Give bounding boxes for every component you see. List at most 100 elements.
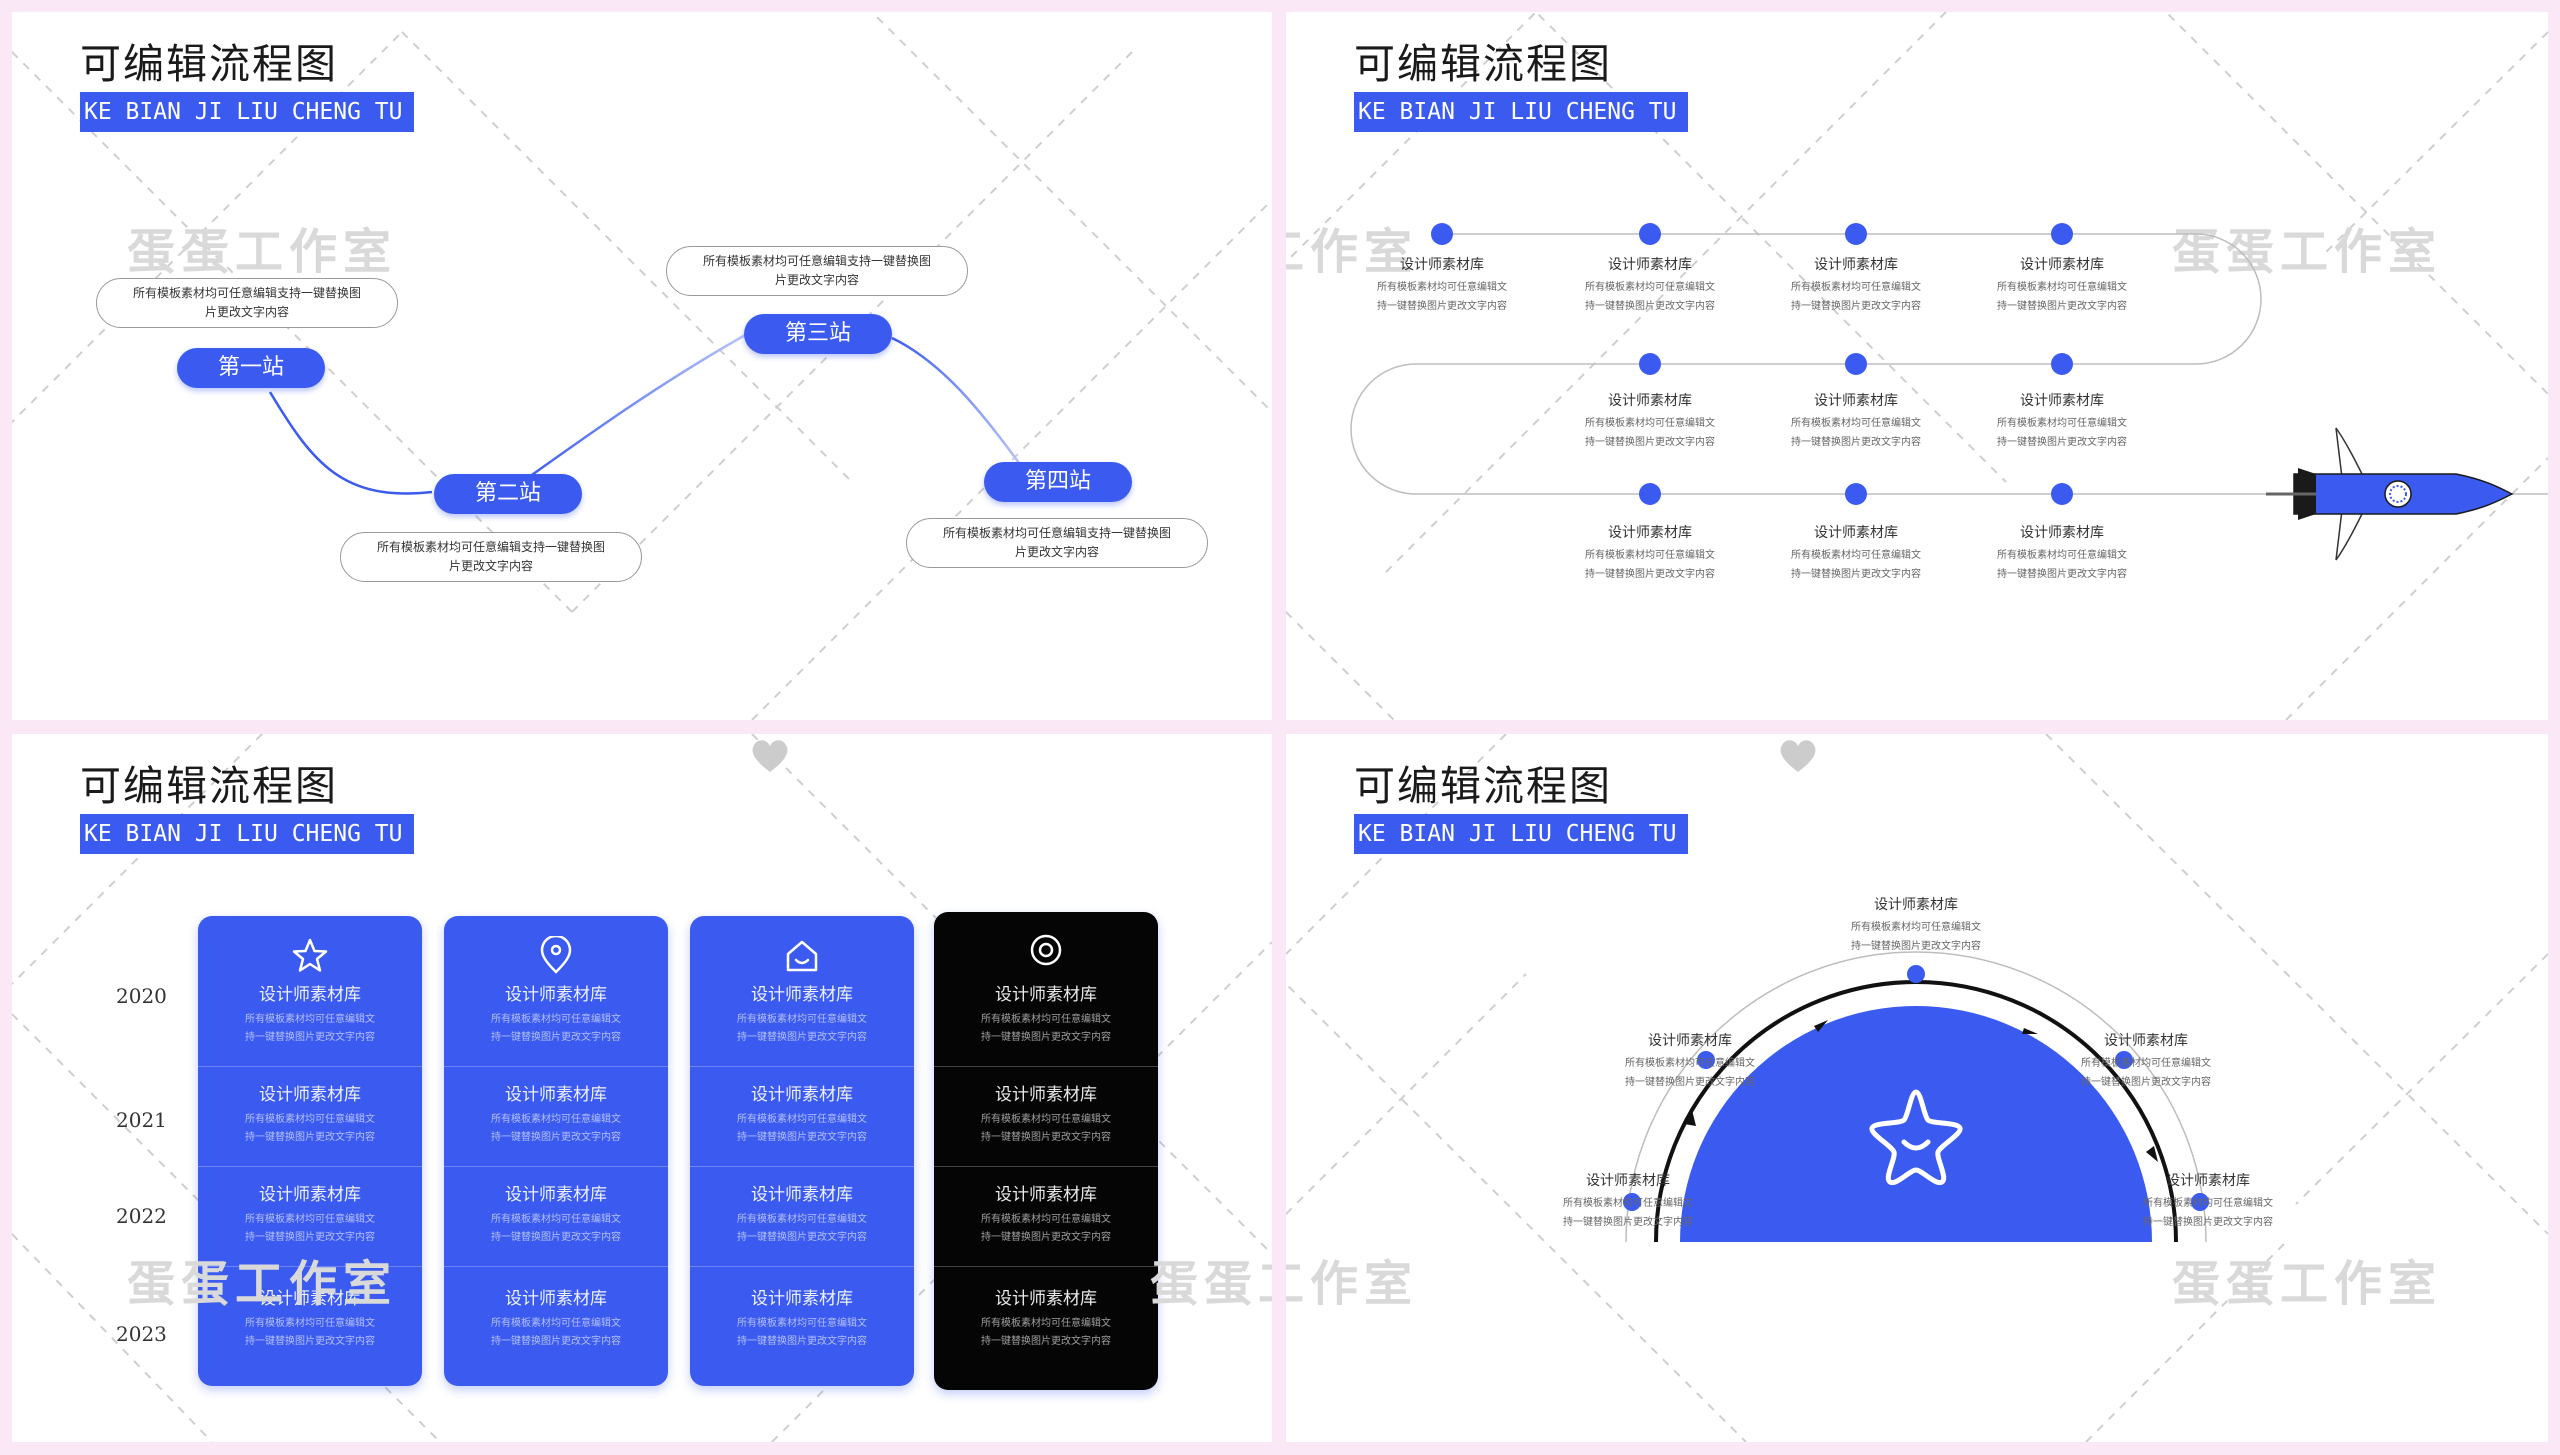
slide-title: 可编辑流程图 <box>80 762 338 810</box>
year-label: 2020 <box>116 984 167 1008</box>
slide-title: 可编辑流程图 <box>1354 40 1612 88</box>
watermark: 蛋蛋工作室 <box>1150 1256 1272 1312</box>
item-title: 设计师素材库 <box>2020 525 2104 541</box>
timeline-item: 设计师素材库所有模板素材均可任意编辑文持一键替换图片更改文字内容 <box>1580 522 1720 584</box>
item-title: 设计师素材库 <box>1814 393 1898 409</box>
diagram-item-lower-right: 设计师素材库所有模板素材均可任意编辑文持一键替换图片更改文字内容 <box>2143 1173 2273 1228</box>
note-text: 所有模板素材均可任意编辑支持一键替换图 <box>376 540 605 554</box>
star-icon <box>1869 1089 1963 1186</box>
item-title: 设计师素材库 <box>1814 257 1898 273</box>
timeline-item: 设计师素材库所有模板素材均可任意编辑文持一键替换图片更改文字内容 <box>1786 522 1926 584</box>
smile-home-icon <box>786 940 818 972</box>
item-desc: 所有模板素材均可任意编辑文持一键替换图片更改文字内容 <box>1997 550 2127 580</box>
station-1-note: 所有模板素材均可任意编辑支持一键替换图 片更改文字内容 <box>96 278 398 328</box>
slide-1: 可编辑流程图 KE BIAN JI LIU CHENG TU 蛋蛋工作室 所有模… <box>12 12 1272 720</box>
table-cell: 设计师素材库所有模板素材均可任意编辑文持一键替换图片更改文字内容 <box>491 1289 621 1347</box>
timeline-item: 设计师素材库所有模板素材均可任意编辑文持一键替换图片更改文字内容 <box>1992 390 2132 452</box>
item-desc: 所有模板素材均可任意编辑文持一键替换图片更改文字内容 <box>1791 282 1921 312</box>
slide-subtitle: KE BIAN JI LIU CHENG TU <box>1354 92 1688 132</box>
timeline-item: 设计师素材库所有模板素材均可任意编辑文持一键替换图片更改文字内容 <box>1580 254 1720 316</box>
table-cell: 设计师素材库所有模板素材均可任意编辑文持一键替换图片更改文字内容 <box>981 1085 1111 1143</box>
slide-2: 可编辑流程图 KE BIAN JI LIU CHENG TU 蛋蛋工作室 蛋蛋工… <box>1286 12 2548 720</box>
station-4-pill[interactable]: 第四站 <box>984 462 1132 502</box>
note-text: 片更改文字内容 <box>774 273 859 287</box>
item-desc: 所有模板素材均可任意编辑文持一键替换图片更改文字内容 <box>1791 418 1921 448</box>
timeline-item: 设计师素材库所有模板素材均可任意编辑文持一键替换图片更改文字内容 <box>1786 390 1926 452</box>
table-cell: 设计师素材库所有模板素材均可任意编辑文持一键替换图片更改文字内容 <box>491 1085 621 1143</box>
diagram-item-right: 设计师素材库所有模板素材均可任意编辑文持一键替换图片更改文字内容 <box>2081 1033 2211 1088</box>
year-label: 2023 <box>116 1322 167 1346</box>
station-1-pill[interactable]: 第一站 <box>177 348 325 388</box>
note-text: 片更改文字内容 <box>204 305 289 319</box>
slide-3: 可编辑流程图 KE BIAN JI LIU CHENG TU 2020 2021… <box>12 734 1272 1442</box>
item-title: 设计师素材库 <box>1400 257 1484 273</box>
heart-icon <box>1780 740 1816 772</box>
diagram-item-left: 设计师素材库所有模板素材均可任意编辑文持一键替换图片更改文字内容 <box>1625 1033 1755 1088</box>
table-cell: 设计师素材库所有模板素材均可任意编辑文持一键替换图片更改文字内容 <box>737 1085 867 1143</box>
watermark: 蛋蛋工作室 <box>127 224 398 280</box>
table-cell: 设计师素材库所有模板素材均可任意编辑文持一键替换图片更改文字内容 <box>737 1289 867 1347</box>
star-icon <box>292 938 328 972</box>
diagram-item-lower-left: 设计师素材库所有模板素材均可任意编辑文持一键替换图片更改文字内容 <box>1563 1173 1693 1228</box>
station-2-pill[interactable]: 第二站 <box>434 474 582 514</box>
item-title: 设计师素材库 <box>1608 257 1692 273</box>
note-text: 片更改文字内容 <box>1014 545 1099 559</box>
item-desc: 所有模板素材均可任意编辑文持一键替换图片更改文字内容 <box>1997 418 2127 448</box>
item-desc: 所有模板素材均可任意编辑文持一键替换图片更改文字内容 <box>1997 282 2127 312</box>
table-cell: 设计师素材库所有模板素材均可任意编辑文持一键替换图片更改文字内容 <box>245 1185 375 1243</box>
station-2-note: 所有模板素材均可任意编辑支持一键替换图 片更改文字内容 <box>340 532 642 582</box>
slide-4: 可编辑流程图 KE BIAN JI LIU CHENG TU 设计师素材库所有模… <box>1286 734 2548 1442</box>
item-title: 设计师素材库 <box>1814 525 1898 541</box>
slide-title: 可编辑流程图 <box>1354 762 1612 810</box>
watermark: 蛋蛋工作室 <box>2172 1256 2443 1312</box>
item-title: 设计师素材库 <box>1608 525 1692 541</box>
item-desc: 所有模板素材均可任意编辑文持一键替换图片更改文字内容 <box>1585 282 1715 312</box>
item-desc: 所有模板素材均可任意编辑文持一键替换图片更改文字内容 <box>1585 418 1715 448</box>
item-desc: 所有模板素材均可任意编辑文持一键替换图片更改文字内容 <box>1791 550 1921 580</box>
target-icon <box>1030 934 1062 966</box>
item-desc: 所有模板素材均可任意编辑文持一键替换图片更改文字内容 <box>1585 550 1715 580</box>
table-cell: 设计师素材库所有模板素材均可任意编辑文持一键替换图片更改文字内容 <box>981 1185 1111 1243</box>
table-cell: 设计师素材库所有模板素材均可任意编辑文持一键替换图片更改文字内容 <box>245 1289 375 1347</box>
heart-icon <box>752 740 788 772</box>
item-title: 设计师素材库 <box>1608 393 1692 409</box>
column-4: 设计师素材库所有模板素材均可任意编辑文持一键替换图片更改文字内容 设计师素材库所… <box>934 912 1158 1390</box>
watermark: 蛋蛋工作室 <box>1286 1256 1419 1312</box>
timeline-item: 设计师素材库所有模板素材均可任意编辑文持一键替换图片更改文字内容 <box>1786 254 1926 316</box>
timeline-item: 设计师素材库所有模板素材均可任意编辑文持一键替换图片更改文字内容 <box>1992 522 2132 584</box>
note-text: 所有模板素材均可任意编辑支持一键替换图 <box>132 286 361 300</box>
item-title: 设计师素材库 <box>2020 257 2104 273</box>
table-cell: 设计师素材库所有模板素材均可任意编辑文持一键替换图片更改文字内容 <box>737 985 867 1043</box>
location-pin-icon <box>540 936 572 974</box>
note-text: 所有模板素材均可任意编辑支持一键替换图 <box>942 526 1171 540</box>
note-text: 片更改文字内容 <box>448 559 533 573</box>
station-3-pill[interactable]: 第三站 <box>744 314 892 354</box>
year-label: 2022 <box>116 1204 167 1228</box>
timeline-item: 设计师素材库所有模板素材均可任意编辑文持一键替换图片更改文字内容 <box>1992 254 2132 316</box>
diagram-item-top: 设计师素材库所有模板素材均可任意编辑文持一键替换图片更改文字内容 <box>1851 897 1981 952</box>
station-3-note: 所有模板素材均可任意编辑支持一键替换图 片更改文字内容 <box>666 246 968 296</box>
timeline-item: 设计师素材库所有模板素材均可任意编辑文持一键替换图片更改文字内容 <box>1580 390 1720 452</box>
station-4-note: 所有模板素材均可任意编辑支持一键替换图 片更改文字内容 <box>906 518 1208 568</box>
table-cell: 设计师素材库所有模板素材均可任意编辑文持一键替换图片更改文字内容 <box>491 985 621 1043</box>
table-cell: 设计师素材库所有模板素材均可任意编辑文持一键替换图片更改文字内容 <box>491 1185 621 1243</box>
year-label: 2021 <box>116 1108 167 1132</box>
item-title: 设计师素材库 <box>2020 393 2104 409</box>
slide-subtitle: KE BIAN JI LIU CHENG TU <box>1354 814 1688 854</box>
column-3: 设计师素材库所有模板素材均可任意编辑文持一键替换图片更改文字内容 设计师素材库所… <box>690 916 914 1386</box>
watermark: 蛋蛋工作室 <box>127 1256 398 1312</box>
table-cell: 设计师素材库所有模板素材均可任意编辑文持一键替换图片更改文字内容 <box>245 1085 375 1143</box>
item-desc: 所有模板素材均可任意编辑文持一键替换图片更改文字内容 <box>1377 282 1507 312</box>
slide-subtitle: KE BIAN JI LIU CHENG TU <box>80 814 414 854</box>
slide-title: 可编辑流程图 <box>80 40 338 88</box>
table-cell: 设计师素材库所有模板素材均可任意编辑文持一键替换图片更改文字内容 <box>737 1185 867 1243</box>
table-cell: 设计师素材库所有模板素材均可任意编辑文持一键替换图片更改文字内容 <box>245 985 375 1043</box>
table-cell: 设计师素材库所有模板素材均可任意编辑文持一键替换图片更改文字内容 <box>981 1289 1111 1347</box>
watermark: 蛋蛋工作室 <box>2172 224 2443 280</box>
table-cell: 设计师素材库所有模板素材均可任意编辑文持一键替换图片更改文字内容 <box>981 985 1111 1043</box>
timeline-item: 设计师素材库所有模板素材均可任意编辑文持一键替换图片更改文字内容 <box>1372 254 1512 316</box>
column-2: 设计师素材库所有模板素材均可任意编辑文持一键替换图片更改文字内容 设计师素材库所… <box>444 916 668 1386</box>
note-text: 所有模板素材均可任意编辑支持一键替换图 <box>702 254 931 268</box>
column-1: 设计师素材库所有模板素材均可任意编辑文持一键替换图片更改文字内容 设计师素材库所… <box>198 916 422 1386</box>
slide-subtitle: KE BIAN JI LIU CHENG TU <box>80 92 414 132</box>
